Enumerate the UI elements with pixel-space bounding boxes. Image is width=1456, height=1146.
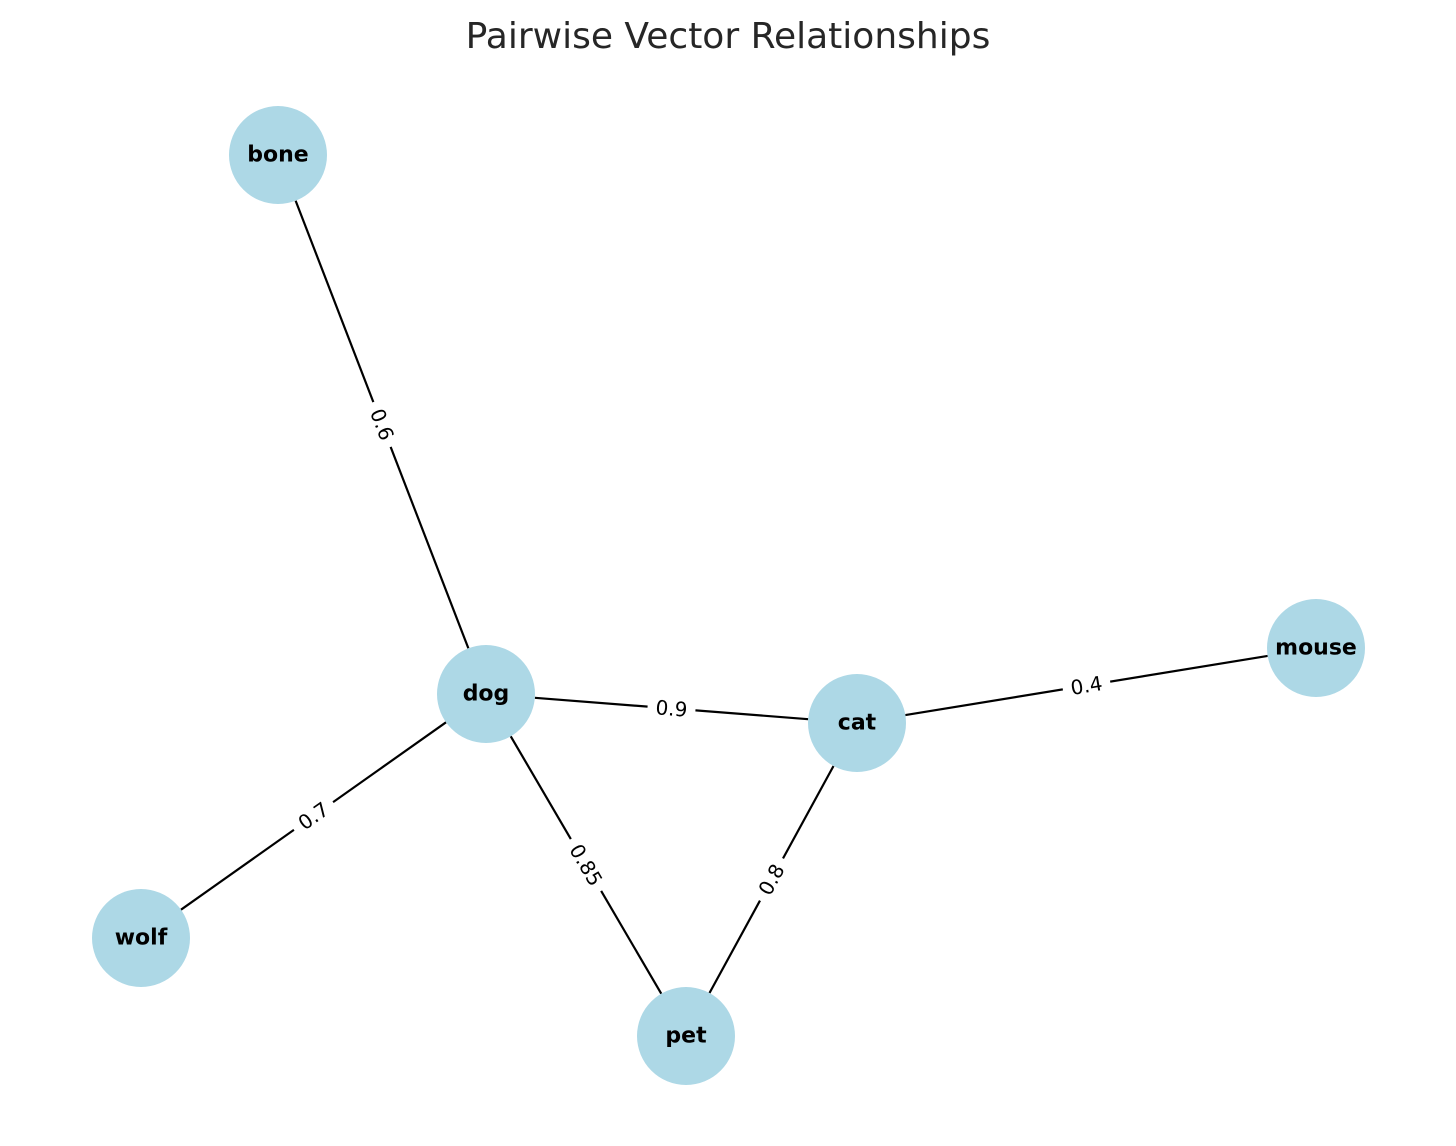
edge-dog-pet: 0.85 <box>509 735 663 995</box>
node-pet: pet <box>637 987 735 1085</box>
node-label: cat <box>838 711 877 736</box>
edge-weight-text: 0.4 <box>1069 671 1104 700</box>
node-circle <box>229 106 327 204</box>
edge-weight-label: 0.7 <box>285 790 342 842</box>
node-circle <box>437 645 535 743</box>
node-mouse: mouse <box>1267 599 1365 697</box>
edge-label-background <box>285 790 342 842</box>
node-label: dog <box>463 682 510 707</box>
edge-label-background <box>558 832 614 898</box>
edge-weight-label: 0.8 <box>747 851 796 908</box>
node-label: mouse <box>1275 636 1357 661</box>
edge-weight-label: 0.9 <box>646 692 697 725</box>
edge-label-background <box>1060 667 1113 704</box>
edge-label-background <box>646 692 697 725</box>
edge-dog-cat: 0.9 <box>534 692 809 725</box>
edge-label-background <box>747 851 796 908</box>
node-bone: bone <box>229 106 327 204</box>
edges-layer: 0.6 0.9 0.4 0.7 0.85 0.8 <box>180 200 1268 995</box>
nodes-layer: bone dog cat mouse wolf pet <box>92 106 1365 1085</box>
edge-weight-label: 0.4 <box>1060 667 1113 704</box>
edge-weight-label: 0.85 <box>558 832 614 898</box>
node-wolf: wolf <box>92 889 190 987</box>
node-label: wolf <box>115 926 168 951</box>
node-circle <box>1267 599 1365 697</box>
node-circle <box>637 987 735 1085</box>
node-circle <box>92 889 190 987</box>
node-cat: cat <box>808 674 906 772</box>
edge-weight-text: 0.9 <box>655 695 689 721</box>
edge-label-background <box>360 397 404 452</box>
edge-dog-wolf: 0.7 <box>180 721 447 911</box>
node-label: bone <box>247 143 308 168</box>
edge-cat-mouse: 0.4 <box>905 654 1268 717</box>
edge-dog-bone: 0.6 <box>294 200 470 649</box>
node-circle <box>808 674 906 772</box>
node-label: pet <box>665 1024 707 1049</box>
diagram-title: Pairwise Vector Relationships <box>466 16 991 57</box>
node-dog: dog <box>437 645 535 743</box>
edge-weight-label: 0.6 <box>360 397 404 452</box>
edge-cat-pet: 0.8 <box>708 765 835 994</box>
